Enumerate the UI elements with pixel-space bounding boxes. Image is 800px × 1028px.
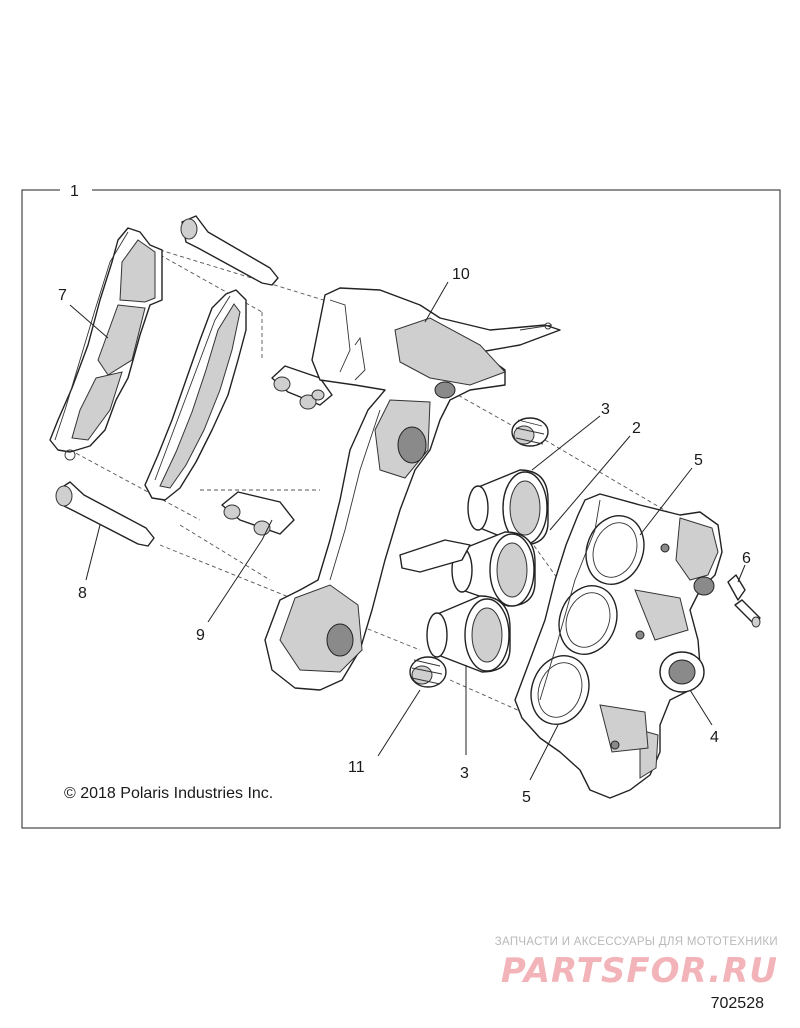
- callout-5-lower: 5: [522, 789, 531, 806]
- callout-4: 4: [710, 729, 719, 746]
- brake-pad-inner: [144, 289, 247, 501]
- anti-rattle-shim: [399, 539, 471, 573]
- callout-6: 6: [742, 550, 751, 567]
- assembly-frame: [21, 189, 781, 829]
- watermark: ЗАПЧАСТИ И АКСЕССУАРЫ ДЛЯ МОТОТЕХНИКИ PA…: [495, 936, 778, 991]
- bleeder-screw: [727, 574, 761, 628]
- copyright-notice: © 2018 Polaris Industries Inc.: [64, 785, 273, 802]
- callout-10: 10: [452, 266, 470, 283]
- callout-3-lower: 3: [460, 765, 469, 782]
- callout-11: 11: [348, 759, 365, 776]
- guide-pin-lower: [55, 481, 155, 547]
- caliper-bracket: [264, 287, 561, 691]
- piston-middle: [451, 531, 536, 607]
- callout-1: 1: [70, 183, 79, 200]
- watermark-tagline: ЗАПЧАСТИ И АКСЕССУАРЫ ДЛЯ МОТОТЕХНИКИ: [495, 936, 778, 948]
- callout-9: 9: [196, 627, 205, 644]
- leader-lines: [69, 281, 746, 781]
- figure-number: 702528: [711, 995, 764, 1012]
- piston-upper: [467, 469, 549, 546]
- dust-boot-lower: [409, 656, 447, 688]
- callout-labels: 1 7 10 3 2 5 6 8 9 4 11 3 5: [58, 183, 751, 806]
- dust-boot-upper: [511, 417, 549, 447]
- pad-clip-upper: [271, 365, 333, 410]
- piston-lower: [426, 595, 511, 673]
- caliper-housing: [514, 493, 723, 799]
- callout-5-upper: 5: [694, 452, 703, 469]
- callout-8: 8: [78, 585, 87, 602]
- pad-clip-lower: [221, 491, 295, 536]
- watermark-logo: PARTSFOR.RU: [501, 951, 778, 991]
- callout-2: 2: [632, 420, 641, 437]
- brake-pad-outer: [49, 227, 163, 461]
- guide-pin-upper: [180, 215, 279, 286]
- callout-3-upper: 3: [601, 401, 610, 418]
- callout-7: 7: [58, 287, 67, 304]
